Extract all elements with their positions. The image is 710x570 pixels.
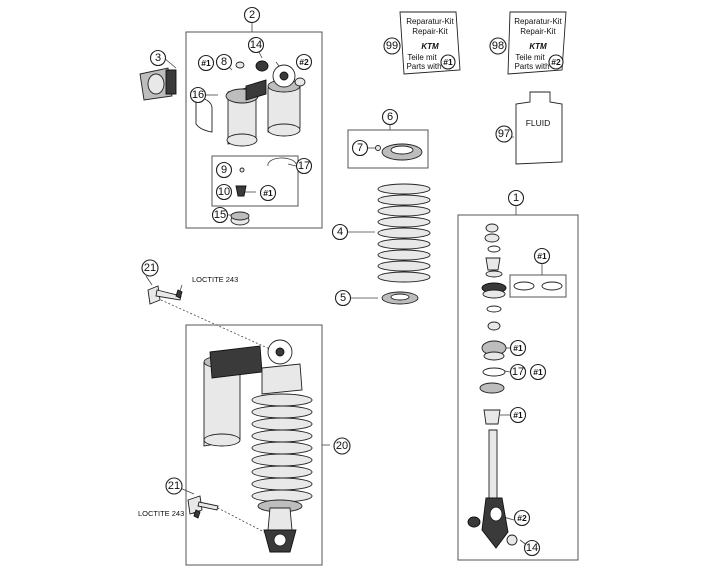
svg-text:FLUID: FLUID: [526, 118, 551, 128]
ref-2-kit: #2: [548, 54, 564, 70]
circlip-part: [267, 157, 297, 167]
svg-text:21: 21: [168, 480, 180, 492]
callout-9: 9: [215, 161, 233, 179]
callout-5: 5: [334, 289, 352, 307]
svg-text:Parts with: Parts with: [406, 62, 441, 71]
svg-text:2: 2: [249, 9, 255, 21]
svg-text:16: 16: [192, 89, 204, 101]
svg-text:4: 4: [337, 226, 343, 238]
upper-bolt-part: [147, 285, 183, 305]
callout-98: 98: [489, 37, 507, 55]
svg-text:20: 20: [336, 440, 348, 452]
callout-8: 8: [215, 53, 233, 71]
reservoir-adjuster-part: [139, 67, 177, 101]
svg-text:5: 5: [340, 292, 346, 304]
svg-text:14: 14: [526, 542, 538, 554]
damper-rod-group-box: [457, 214, 579, 561]
svg-text:#2: #2: [299, 57, 309, 67]
svg-text:Repair-Kit: Repair-Kit: [412, 27, 448, 36]
callout-3: 3: [149, 49, 167, 67]
svg-text:#1: #1: [201, 58, 211, 68]
fluid-bottle: FLUID: [515, 91, 563, 165]
svg-text:17: 17: [298, 160, 310, 172]
svg-text:97: 97: [498, 128, 510, 140]
svg-text:#1: #1: [537, 251, 547, 261]
ref-1-shock-left: #1: [197, 54, 215, 72]
callout-7: 7: [351, 139, 369, 157]
svg-text:#1: #1: [263, 188, 273, 198]
svg-text:#1: #1: [513, 343, 523, 353]
inner-parts-box: [211, 155, 299, 207]
svg-text:21: 21: [144, 262, 156, 274]
svg-text:#1: #1: [533, 367, 543, 377]
callout-16: 16: [189, 86, 207, 104]
ref-1-rod-a: #1: [509, 339, 527, 357]
svg-text:Parts with: Parts with: [514, 62, 549, 71]
callout-17-top: 17: [295, 157, 313, 175]
shock-body-group-box: [185, 31, 323, 229]
seal-set-box: [509, 274, 567, 298]
ref-2-rod-eye: #2: [513, 509, 531, 527]
callout-21-bottom: 21: [165, 477, 183, 495]
small-bushing-part: [235, 60, 306, 87]
callout-6: 6: [381, 108, 399, 126]
svg-text:99: 99: [386, 40, 398, 52]
callout-17-bottom: 17: [509, 363, 527, 381]
svg-text:14: 14: [250, 39, 262, 51]
callout-21-top: 21: [141, 259, 159, 277]
svg-text:3: 3: [155, 52, 161, 64]
svg-text:10: 10: [218, 186, 230, 198]
svg-text:17: 17: [512, 366, 524, 378]
svg-text:15: 15: [214, 209, 226, 221]
callout-97: 97: [495, 125, 513, 143]
inner-small-parts: [230, 167, 250, 226]
lower-bolt-part: [187, 495, 219, 519]
svg-text:Teile mit: Teile mit: [515, 53, 545, 62]
seal-set-part: [513, 281, 563, 291]
callout-14-bottom: 14: [523, 539, 541, 557]
svg-text:6: 6: [387, 111, 393, 123]
ref-1-inner-box: #1: [259, 184, 277, 202]
callout-99: 99: [383, 37, 401, 55]
svg-text:#2: #2: [551, 57, 561, 67]
adjuster-ring-part: [375, 143, 423, 161]
svg-text:KTM: KTM: [529, 42, 547, 51]
complete-shock-part: [203, 339, 313, 553]
svg-text:9: 9: [221, 164, 227, 176]
svg-text:Repair-Kit: Repair-Kit: [520, 27, 556, 36]
callout-2: 2: [243, 6, 261, 24]
damper-rod-stack: [467, 223, 518, 549]
spring-part: [377, 183, 431, 283]
ref-1-kit: #1: [440, 54, 456, 70]
ref-2-shock-right: #2: [295, 53, 313, 71]
svg-text:Reparatur-Kit: Reparatur-Kit: [406, 17, 454, 26]
ref-1-rod-b: #1: [529, 363, 547, 381]
svg-text:8: 8: [221, 56, 227, 68]
callout-1: 1: [507, 189, 525, 207]
shock-body-part: [225, 64, 301, 147]
ref-1-seal-box: #1: [533, 247, 551, 265]
svg-text:Teile mit: Teile mit: [407, 53, 437, 62]
svg-text:Reparatur-Kit: Reparatur-Kit: [514, 17, 562, 26]
callout-20: 20: [333, 437, 351, 455]
callout-14-top: 14: [247, 36, 265, 54]
ref-1-rod-c: #1: [509, 406, 527, 424]
adjuster-group-box: [347, 129, 429, 169]
loctite-label-top: LOCTITE 243: [192, 275, 238, 284]
svg-text:KTM: KTM: [421, 42, 439, 51]
svg-text:98: 98: [492, 40, 504, 52]
svg-text:1: 1: [513, 192, 519, 204]
svg-text:7: 7: [357, 142, 363, 154]
svg-text:#1: #1: [443, 57, 453, 67]
svg-text:#2: #2: [517, 513, 527, 523]
svg-text:#1: #1: [513, 410, 523, 420]
callout-4: 4: [331, 223, 349, 241]
callout-15: 15: [211, 206, 229, 224]
spring-seat-part: [381, 291, 419, 305]
callout-10: 10: [215, 183, 233, 201]
loctite-label-bottom: LOCTITE 243: [138, 509, 184, 518]
